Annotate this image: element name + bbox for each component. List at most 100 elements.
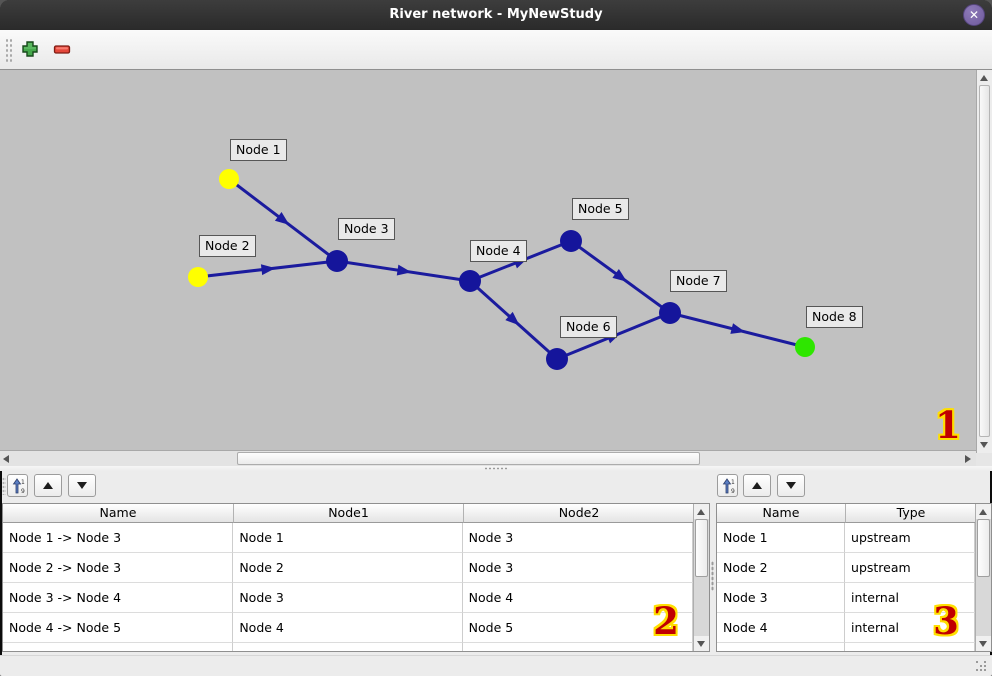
status-bar: [0, 655, 992, 676]
vertical-splitter[interactable]: [711, 503, 715, 651]
table-cell: [233, 643, 463, 651]
column-header[interactable]: Name: [3, 504, 234, 523]
river-node[interactable]: [546, 348, 568, 370]
close-button[interactable]: ✕: [963, 4, 985, 26]
table-cell[interactable]: Node 3: [462, 523, 693, 553]
scroll-right-icon[interactable]: [965, 455, 971, 463]
node-label[interactable]: Node 3: [338, 218, 395, 240]
river-node[interactable]: [560, 230, 582, 252]
river-node[interactable]: [795, 337, 815, 357]
table-cell[interactable]: upstream: [845, 553, 975, 583]
column-header[interactable]: Name: [717, 504, 846, 523]
table-cell[interactable]: internal: [845, 583, 975, 613]
table-cell[interactable]: Node 1 -> Node 3: [3, 523, 234, 553]
river-node[interactable]: [459, 270, 481, 292]
scroll-down-icon[interactable]: [980, 442, 988, 448]
table-cell[interactable]: Node 4: [462, 583, 693, 613]
river-node[interactable]: [188, 267, 208, 287]
resize-grip-icon[interactable]: [976, 661, 978, 663]
column-header[interactable]: Type: [846, 504, 977, 523]
table-cell[interactable]: Node 2: [717, 553, 846, 583]
river-node[interactable]: [659, 302, 681, 324]
table-cell[interactable]: Node 4: [717, 613, 846, 643]
node-label[interactable]: Node 8: [806, 306, 863, 328]
scroll-up-button[interactable]: [976, 504, 991, 519]
scroll-down-button[interactable]: [694, 636, 709, 651]
table-cell[interactable]: Node 3 -> Node 4: [3, 583, 234, 613]
titlebar[interactable]: River network - MyNewStudy ✕: [0, 0, 992, 31]
links-table-scrollbar[interactable]: [693, 504, 709, 651]
nodes-table-scrollbar[interactable]: [975, 504, 991, 651]
move-down-icon: [786, 482, 796, 489]
scroll-up-icon: [697, 509, 705, 515]
table-cell[interactable]: Node 4 -> Node 5: [3, 613, 234, 643]
table-cell[interactable]: Node 3: [717, 583, 846, 613]
table-row-partial: [717, 643, 975, 651]
window-title: River network - MyNewStudy: [389, 7, 603, 22]
river-node[interactable]: [326, 250, 348, 272]
canvas-vscroll-thumb[interactable]: [979, 85, 990, 437]
scroll-up-button[interactable]: [694, 504, 709, 519]
toolbar-grip[interactable]: [5, 38, 12, 62]
plus-icon: [22, 40, 38, 57]
splitter-grip-icon: [484, 467, 508, 470]
canvas-vertical-scrollbar[interactable]: [976, 70, 992, 453]
main-toolbar: [0, 30, 992, 70]
move-up-icon: [752, 482, 762, 489]
table-cell[interactable]: internal: [845, 613, 975, 643]
add-node-button[interactable]: [16, 36, 44, 64]
node-label[interactable]: Node 4: [470, 240, 527, 262]
links-scroll-thumb[interactable]: [695, 519, 708, 577]
table-cell[interactable]: Node 3: [233, 583, 463, 613]
table-cell[interactable]: Node 2 -> Node 3: [3, 553, 234, 583]
node-label[interactable]: Node 5: [572, 198, 629, 220]
horizontal-splitter[interactable]: [0, 466, 992, 471]
scroll-left-icon[interactable]: [3, 455, 9, 463]
scroll-down-icon: [979, 641, 987, 647]
table-cell[interactable]: Node 4: [233, 613, 463, 643]
table-cell[interactable]: Node 5: [462, 613, 693, 643]
node-label[interactable]: Node 7: [670, 270, 727, 292]
canvas-hscroll-thumb[interactable]: [237, 452, 700, 465]
nodes-scroll-thumb[interactable]: [977, 519, 990, 577]
node-label[interactable]: Node 6: [560, 316, 617, 338]
links-sort-button[interactable]: 1 9: [7, 474, 28, 497]
scroll-up-icon[interactable]: [980, 75, 988, 81]
river-node[interactable]: [219, 169, 239, 189]
nodes-sort-button[interactable]: 1 9: [717, 474, 738, 497]
nodes-move-down-button[interactable]: [777, 474, 805, 497]
splitter-grip-icon: [711, 561, 714, 591]
nodes-move-up-button[interactable]: [743, 474, 771, 497]
table-cell[interactable]: Node 1: [717, 523, 846, 553]
table-cell[interactable]: upstream: [845, 523, 975, 553]
table-cell[interactable]: Node 2: [233, 553, 463, 583]
flow-arrow-icon: [505, 311, 520, 326]
links-move-up-button[interactable]: [34, 474, 62, 497]
table-cell[interactable]: Node 3: [462, 553, 693, 583]
links-move-down-button[interactable]: [68, 474, 96, 497]
table-row-partial: [3, 643, 693, 651]
node-label[interactable]: Node 2: [199, 235, 256, 257]
scroll-down-icon: [697, 641, 705, 647]
canvas-horizontal-scrollbar[interactable]: [0, 450, 976, 466]
sort-icon: 1 9: [722, 477, 735, 494]
node-label[interactable]: Node 1: [230, 139, 287, 161]
network-canvas[interactable]: Node 1 Node 2 Node 3 Node 4 Node 5 Node 6 Node…: [0, 70, 976, 450]
links-toolbar-grip[interactable]: [2, 477, 6, 495]
scroll-down-button[interactable]: [976, 636, 991, 651]
column-header[interactable]: Node2: [464, 504, 695, 523]
table-cell: [717, 643, 846, 651]
column-header[interactable]: Node1: [234, 504, 464, 523]
remove-node-button[interactable]: [48, 36, 76, 64]
table-cell[interactable]: Node 1: [233, 523, 463, 553]
